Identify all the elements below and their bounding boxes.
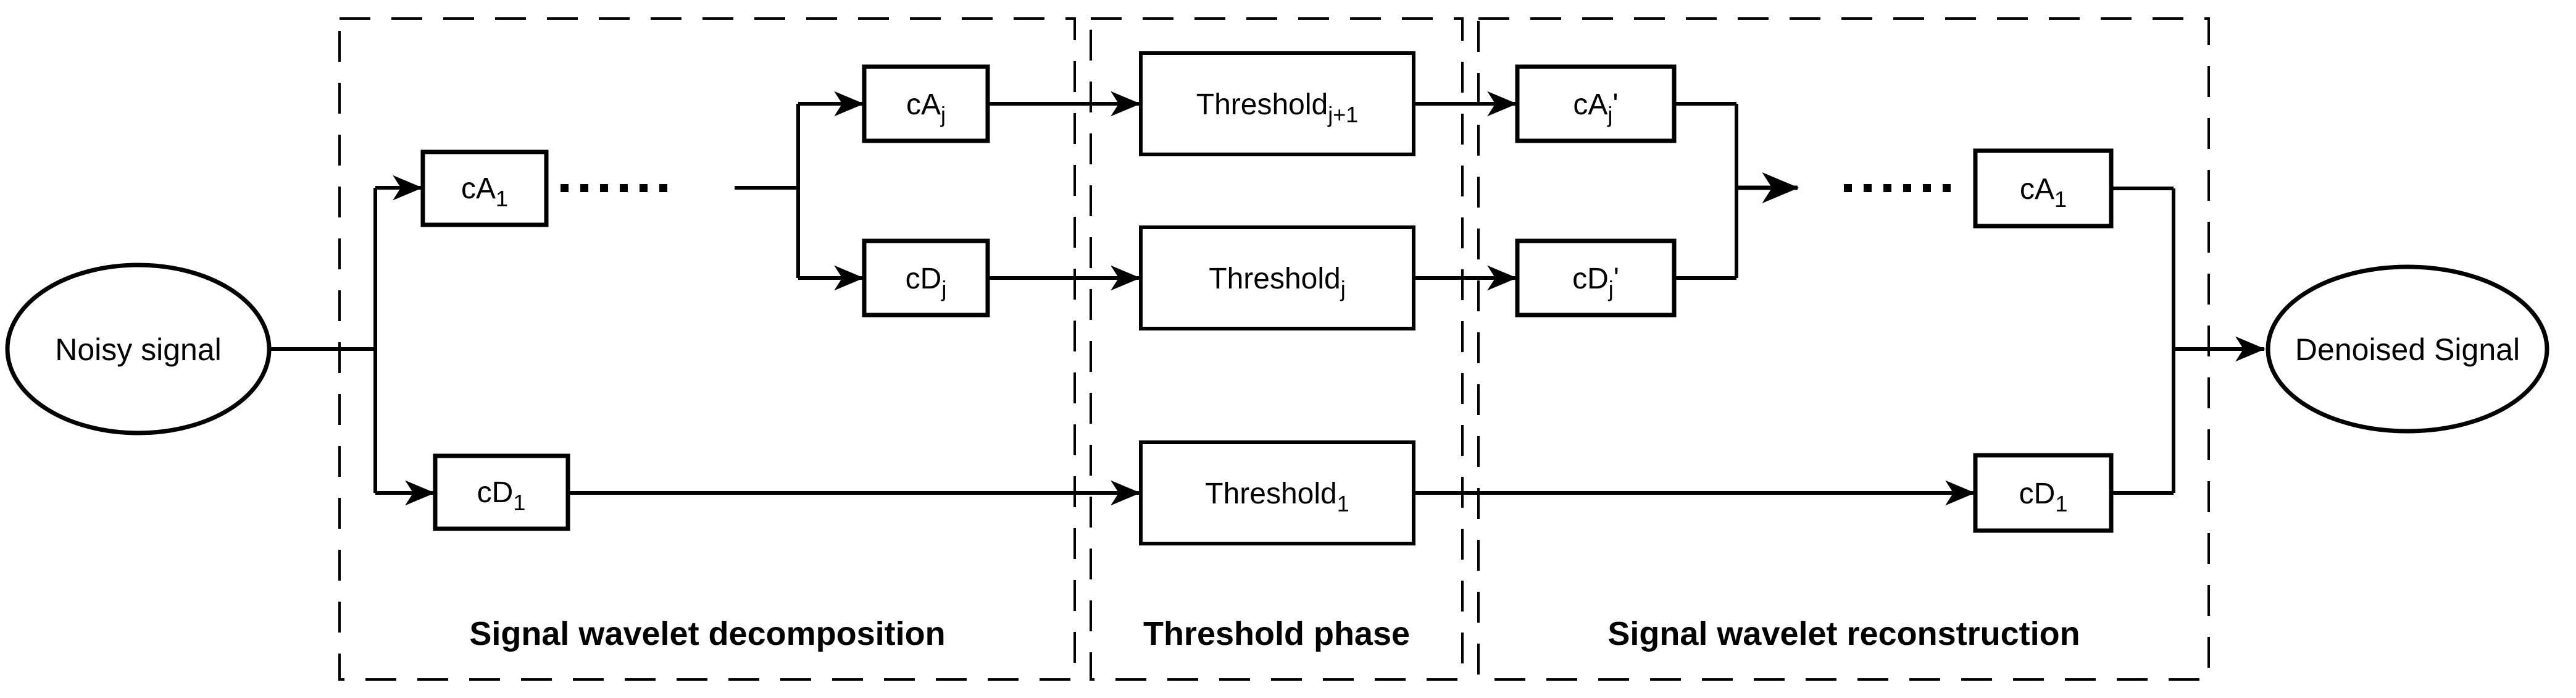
ellipsis-dots-left <box>561 184 667 192</box>
noisy-signal-shape <box>5 263 272 435</box>
node-cdj: cDj <box>862 238 990 317</box>
section-label-threshold: Threshold phase <box>1143 615 1410 652</box>
node-cd1-reconstruction-label: cD1 <box>2019 477 2068 516</box>
node-ca1-reconstruction-label: cA1 <box>2020 173 2067 212</box>
node-cd1-decomposition: cD1 <box>433 453 570 531</box>
node-caj-prime-label: cAj' <box>1573 88 1618 127</box>
node-cdj-prime-label: cDj' <box>1572 263 1619 301</box>
node-threshold-j: Thresholdj <box>1139 225 1415 330</box>
node-caj-prime: cAj' <box>1515 64 1677 143</box>
denoised-signal-label: Denoised Signal <box>2295 332 2520 367</box>
node-cd1-decomposition-label: cD1 <box>477 476 526 515</box>
node-threshold-1-label: Threshold1 <box>1205 477 1349 516</box>
section-box-threshold <box>1090 17 1464 681</box>
node-threshold-1: Threshold1 <box>1139 440 1415 545</box>
node-ca1-decomposition-label: cA1 <box>461 172 508 211</box>
node-threshold-j-plus-1: Thresholdj+1 <box>1139 51 1415 156</box>
node-cdj-prime: cDj' <box>1515 238 1677 317</box>
node-caj-label: cAj <box>906 88 946 127</box>
section-label-decomposition: Signal wavelet decomposition <box>469 615 945 652</box>
denoised-signal-shape <box>2265 264 2549 434</box>
noisy-signal-ellipse: Noisy signal <box>5 263 272 435</box>
node-cd1-reconstruction: cD1 <box>1973 453 2114 533</box>
node-threshold-j-label: Thresholdj <box>1209 263 1345 301</box>
node-threshold-j-plus-1-label: Thresholdj+1 <box>1196 88 1359 127</box>
node-ca1-reconstruction: cA1 <box>1973 148 2114 229</box>
connectors <box>269 91 2265 506</box>
node-caj: cAj <box>862 64 990 143</box>
denoised-signal-ellipse: Denoised Signal <box>2265 264 2549 434</box>
ellipsis-dots-right <box>1844 184 1951 192</box>
node-cdj-label: cDj <box>906 263 947 301</box>
noisy-signal-label: Noisy signal <box>55 332 222 367</box>
section-label-reconstruction: Signal wavelet reconstruction <box>1607 615 2080 652</box>
node-ca1-decomposition: cA1 <box>420 149 549 227</box>
